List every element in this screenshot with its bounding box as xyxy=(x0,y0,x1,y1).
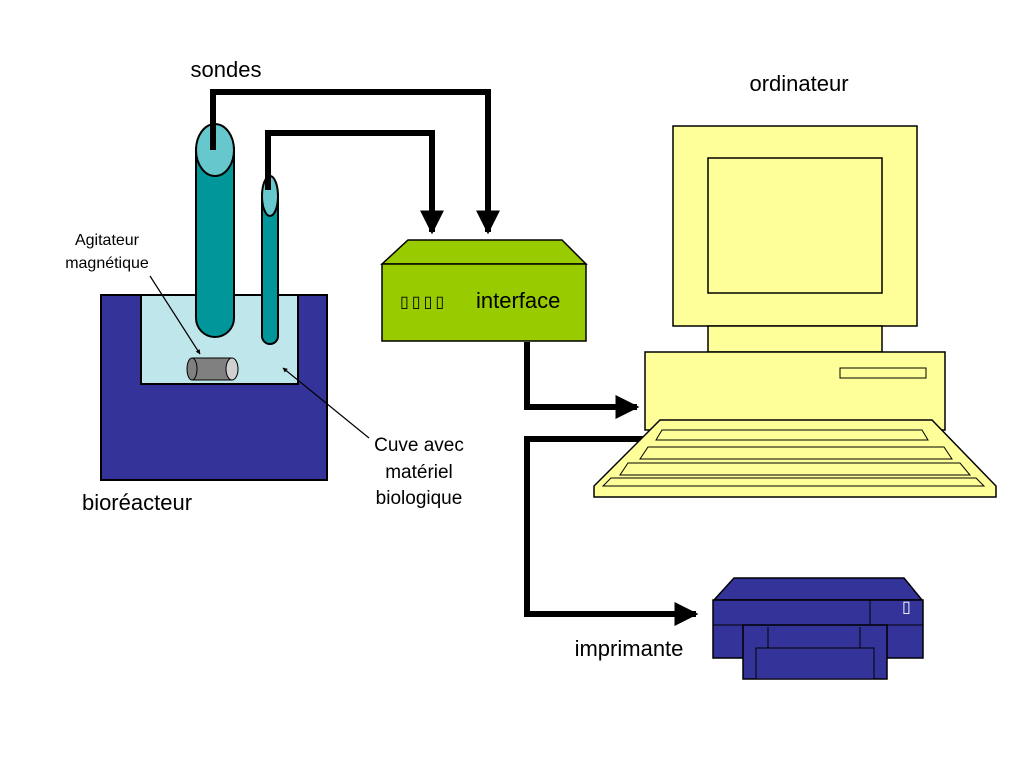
printer-icon xyxy=(712,577,924,680)
cable-interface-computer xyxy=(524,342,640,419)
label-cuve-line2: matériel xyxy=(385,462,453,483)
label-cuve-line3: biologique xyxy=(376,488,463,509)
cable-computer-printer xyxy=(524,436,699,626)
cable-probe-small xyxy=(265,130,444,235)
label-cuve-line1: Cuve avec xyxy=(374,435,464,456)
magnetic-stirrer-icon xyxy=(186,357,239,381)
disk-drive-slot xyxy=(839,367,927,379)
monitor-screen xyxy=(707,157,883,294)
interface-indicator-lights: ▯▯▯▯ xyxy=(400,294,447,311)
label-bioreacteur: bioréacteur xyxy=(82,490,192,515)
pointer-agitateur xyxy=(149,275,201,355)
label-ordinateur: ordinateur xyxy=(749,71,848,96)
printer-power-indicator: ▯ xyxy=(902,599,911,616)
monitor-neck xyxy=(707,325,883,353)
cable-probe-large xyxy=(210,89,500,235)
interface-box xyxy=(380,239,588,342)
probe-small xyxy=(261,175,279,345)
label-agitateur-line2: magnétique xyxy=(65,255,149,272)
probe-large xyxy=(195,123,235,338)
computer-base xyxy=(644,351,946,431)
label-interface: interface xyxy=(476,288,560,313)
pointer-cuve xyxy=(282,367,370,439)
label-agitateur-line1: Agitateur xyxy=(75,232,140,249)
label-imprimante: imprimante xyxy=(575,636,684,661)
computer-icon xyxy=(593,125,997,498)
label-sondes: sondes xyxy=(191,57,262,82)
